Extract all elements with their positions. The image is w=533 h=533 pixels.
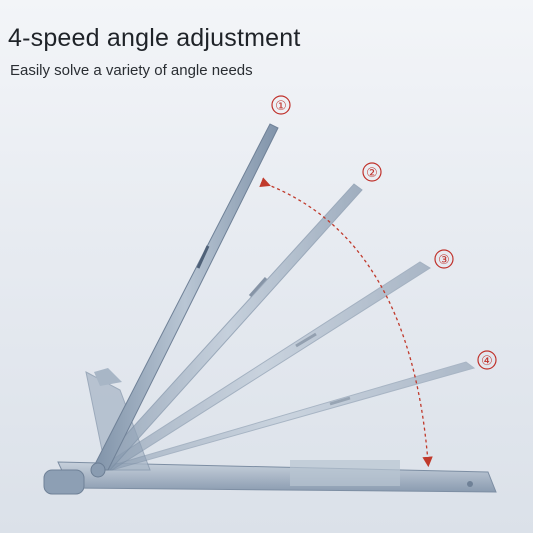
svg-text:③: ③: [438, 253, 450, 268]
angle-arc: [259, 177, 433, 468]
angle-marker-1: ①: [271, 95, 291, 115]
angle-marker-2: ②: [362, 162, 382, 182]
angle-marker-4: ④: [477, 350, 497, 370]
page-title: 4-speed angle adjustment: [8, 24, 301, 52]
svg-text:④: ④: [481, 354, 493, 369]
angle-marker-3: ③: [434, 249, 454, 269]
page-subtitle: Easily solve a variety of angle needs: [10, 62, 253, 79]
svg-text:①: ①: [275, 99, 287, 114]
svg-text:②: ②: [366, 166, 378, 181]
hinge: [90, 462, 106, 478]
